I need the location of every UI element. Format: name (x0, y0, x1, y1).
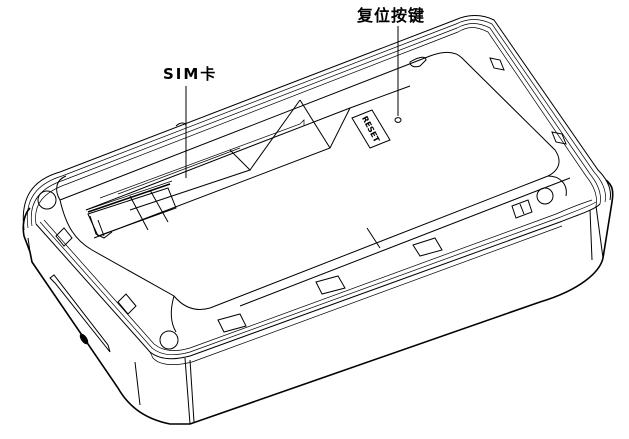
latch-clips (55, 57, 567, 333)
sim-card-slot (85, 180, 177, 239)
reset-label-sticker (351, 109, 391, 149)
screw-boss (37, 190, 57, 210)
reset-button-callout-label: 复位按键 (357, 6, 426, 25)
outer-shell (22, 15, 614, 425)
usb-port-slot (49, 274, 111, 353)
callout-leaders (185, 26, 399, 178)
reset-button-hole (394, 117, 402, 123)
reset-label-text: RESET (360, 115, 381, 145)
inner-cavity (37, 51, 571, 350)
sim-card-callout-label: SIM卡 (163, 65, 218, 83)
screw-boss (159, 330, 179, 350)
power-button (79, 333, 89, 345)
reset-area: RESET (351, 109, 402, 149)
